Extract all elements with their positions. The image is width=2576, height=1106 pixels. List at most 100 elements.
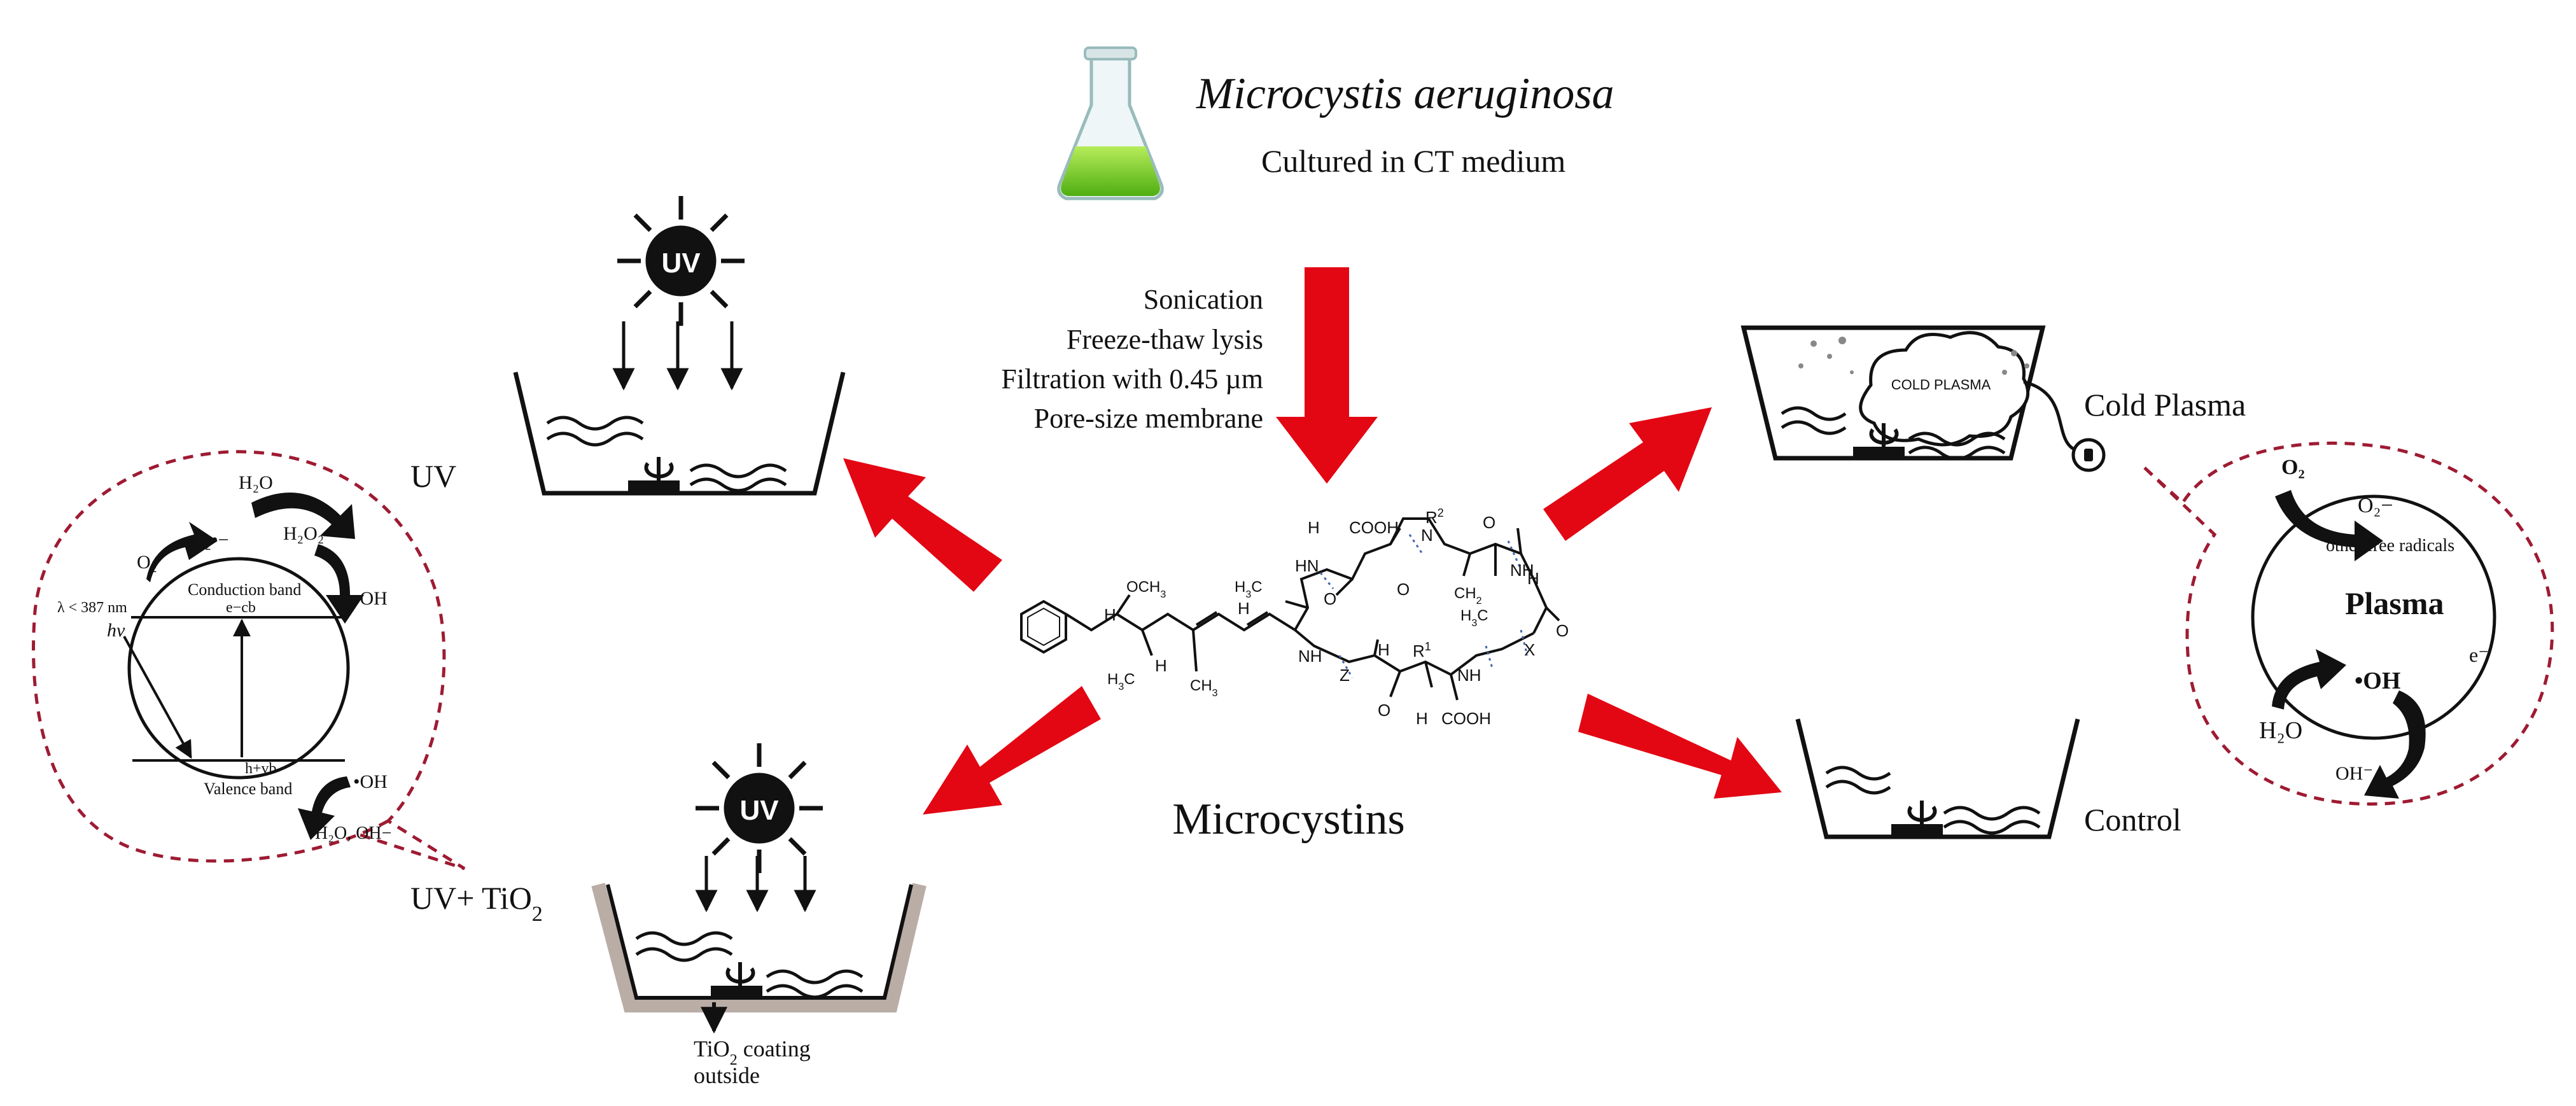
- svg-text:O: O: [1483, 513, 1495, 532]
- svg-text:O: O: [1397, 580, 1410, 599]
- wavelength-label: λ < 387 nm: [57, 599, 127, 616]
- step-membrane: Pore-size membrane: [1034, 403, 1263, 434]
- uv-label: UV: [410, 458, 456, 494]
- svg-text:HN: HN: [1295, 556, 1319, 575]
- ecb-label: e−cb: [226, 599, 256, 616]
- group-ch2: CH2: [1454, 585, 1482, 606]
- stirrer-icon: [711, 962, 762, 997]
- arrow-to-control: [1578, 694, 1782, 799]
- water-waves: [1825, 766, 2041, 835]
- control-setup: Control: [1795, 718, 2181, 839]
- beaker-uv: [513, 372, 846, 496]
- plasma-h2o: H₂O: [2259, 717, 2302, 744]
- bubbles: [1798, 337, 2029, 375]
- plasma-circle: [2251, 494, 2496, 740]
- conduction-band-label: Conduction band: [188, 580, 301, 599]
- group-cooh-bottom: COOH: [1441, 709, 1491, 728]
- plasma-o2-radical: O₂−: [2358, 494, 2393, 517]
- svg-text:H: H: [1527, 569, 1539, 588]
- power-cable: [2023, 380, 2082, 454]
- group-cooh-top: COOH: [1349, 518, 1399, 537]
- flask-icon: [1057, 46, 1164, 200]
- plasma-cloud: [1859, 331, 2030, 447]
- sun-icon: [696, 743, 823, 873]
- beaker-cold-plasma: [1740, 325, 2046, 461]
- group-och3: OCH3: [1126, 578, 1166, 600]
- svg-text:H: H: [1238, 599, 1250, 618]
- h2o2: H₂O₂: [283, 523, 324, 544]
- svg-text:Z: Z: [1340, 666, 1350, 685]
- uv-tio2-label: UV+ TiO2: [410, 880, 543, 926]
- group-ch3: CH3: [1190, 677, 1218, 699]
- tio2-coating: [591, 883, 927, 1012]
- oh-bottom: •OH: [353, 771, 388, 792]
- group-h3c-bottom: H3C: [1107, 671, 1135, 692]
- plasma-title: Plasma: [2345, 585, 2444, 621]
- pretreatment-steps: Sonication Freeze-thaw lysis Filtration …: [1001, 284, 1263, 434]
- cold-plasma-setup: COLD PLASMA Cold Plasma: [1740, 325, 2246, 472]
- svg-text:H: H: [1378, 640, 1390, 659]
- water-waves: [1781, 406, 2006, 461]
- valence-band-label: Valence band: [204, 780, 292, 798]
- svg-text:H: H: [1104, 605, 1116, 624]
- beaker-uv-tio2: [606, 884, 913, 1000]
- microcystin-labels: COOH H HN N R2 O O NH H CH2 H3C O X H3C …: [1104, 507, 1569, 728]
- process-arrows: [843, 267, 1782, 815]
- svg-text:NH: NH: [1510, 561, 1534, 580]
- oh-top: •OH: [353, 588, 388, 609]
- beaker-control: [1795, 718, 2080, 839]
- hv-label: hν: [107, 620, 125, 641]
- tio2-note-line2: outside: [694, 1063, 760, 1088]
- plasma-oh-minus: OH⁻: [2335, 763, 2373, 784]
- arrow-to-uv-tio2: [923, 686, 1101, 815]
- svg-text:O: O: [1556, 621, 1569, 640]
- group-r2: R2: [1425, 507, 1444, 527]
- h2o-oh: H₂O, OH−: [315, 823, 391, 843]
- group-h3c-left: H3C: [1235, 578, 1263, 600]
- arrow-to-uv: [843, 458, 1002, 592]
- svg-text:X: X: [1524, 640, 1535, 659]
- step-freeze-thaw: Freeze-thaw lysis: [1067, 324, 1263, 355]
- svg-text:H: H: [1308, 518, 1320, 537]
- svg-text:O: O: [1378, 701, 1390, 720]
- svg-text:NH: NH: [1298, 647, 1322, 666]
- stirrer-icon: [1891, 801, 1943, 836]
- step-sonication: Sonication: [1144, 284, 1263, 315]
- plasma-oh: •OH: [2355, 668, 2400, 694]
- organism-name: Microcystis aeruginosa: [1196, 69, 1614, 118]
- cold-plasma-label: Cold Plasma: [2084, 387, 2246, 423]
- sun-uv-label: UV: [739, 795, 779, 826]
- benzene-ring: [1020, 599, 1067, 654]
- particle-circle: [127, 557, 350, 780]
- tio2-note-line1: TiO2 coating: [694, 1036, 811, 1068]
- photocatalysis-bubble: H₂O O₂•− H₂O₂ O₂ •OH Conduction band e−c…: [32, 450, 466, 871]
- svg-text:H: H: [1416, 709, 1428, 728]
- svg-text:O: O: [1324, 589, 1336, 608]
- sun-uv-label: UV: [661, 248, 701, 279]
- center-title: Microcystins: [1172, 795, 1405, 844]
- h2o-top: H₂O: [239, 472, 273, 493]
- microcystin-structure: [1020, 517, 1560, 701]
- plasma-o2: O₂: [2281, 456, 2305, 479]
- other-radicals: other free radicals: [2326, 536, 2454, 556]
- control-label: Control: [2084, 802, 2181, 837]
- group-r1: R1: [1413, 640, 1431, 661]
- step-filtration: Filtration with 0.45 µm: [1001, 363, 1263, 395]
- arrow-to-cold-plasma: [1543, 407, 1712, 541]
- curved-arrows: [146, 493, 364, 840]
- stirrer-icon: [628, 457, 680, 492]
- group-h3c-right: H3C: [1460, 607, 1488, 629]
- light-arrow: [123, 636, 192, 759]
- cloud-label: COLD PLASMA: [1891, 377, 1991, 393]
- sun-icon: [617, 196, 745, 326]
- curved-arrows: [2272, 490, 2426, 799]
- o2-radical: O₂•−: [191, 529, 229, 550]
- uv-setup: UV UV: [410, 196, 846, 496]
- uv-tio2-setup: UV TiO2 coating outside UV+ TiO2: [410, 743, 927, 1088]
- plasma-electron: e⁻: [2469, 643, 2489, 666]
- svg-text:H: H: [1155, 656, 1167, 675]
- svg-text:N: N: [1421, 526, 1433, 545]
- medium-label: Cultured in CT medium: [1261, 143, 1565, 179]
- stirrer-icon: [1853, 423, 1905, 458]
